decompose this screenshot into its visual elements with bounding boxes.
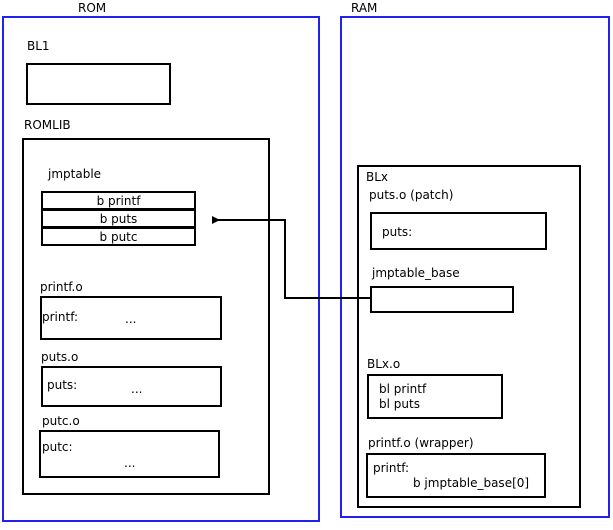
jmptable-base-label: jmptable_base — [372, 266, 460, 280]
rom-printf-o-label: printf.o — [40, 280, 83, 294]
puts-patch-box: puts: — [370, 212, 547, 250]
rom-region-label: ROM — [78, 1, 107, 15]
romlib-container — [22, 138, 270, 495]
puts-patch-symbol: puts: — [382, 225, 413, 239]
printf-wrapper-label: printf.o (wrapper) — [368, 436, 474, 450]
rom-putc-ellipsis: ... — [124, 456, 136, 470]
rom-putc-o-box: putc: ... — [39, 430, 220, 478]
rom-printf-o-box: printf: ... — [40, 296, 222, 340]
jmptable-label: jmptable — [48, 167, 102, 181]
printf-wrapper-symbol: printf: — [373, 461, 410, 475]
rom-puts-symbol: puts: — [47, 378, 78, 392]
rom-puts-o-label: puts.o — [41, 350, 79, 364]
printf-wrapper-instruction: b jmptable_base[0] — [413, 476, 530, 490]
rom-printf-ellipsis: ... — [125, 312, 137, 326]
jmptable-row-b-putc: b putc — [41, 227, 196, 246]
jmptable-row-b-puts: b puts — [41, 209, 196, 228]
blx-container — [357, 165, 581, 508]
romlib-label: ROMLIB — [24, 118, 71, 132]
blx-o-label: BLx.o — [367, 357, 401, 371]
rom-putc-symbol: putc: — [42, 440, 73, 454]
blx-o-box: bl printf bl puts — [367, 374, 503, 419]
blx-label: BLx — [366, 170, 389, 184]
rom-putc-o-label: putc.o — [42, 414, 80, 428]
jmptable-base-box — [370, 286, 514, 313]
puts-patch-label: puts.o (patch) — [369, 188, 454, 202]
jmptable-row-b-printf: b printf — [41, 191, 196, 210]
rom-puts-o-box: puts: ... — [41, 366, 222, 407]
rom-printf-symbol: printf: — [42, 310, 79, 324]
ram-region-label: RAM — [351, 1, 378, 15]
bl1-label: BL1 — [27, 39, 50, 53]
rom-puts-ellipsis: ... — [131, 382, 143, 396]
printf-wrapper-box: printf: b jmptable_base[0] — [366, 453, 546, 498]
blx-o-line-bl-puts: bl puts — [379, 397, 420, 411]
blx-o-line-bl-printf: bl printf — [379, 382, 427, 396]
bl1-box — [26, 63, 171, 105]
